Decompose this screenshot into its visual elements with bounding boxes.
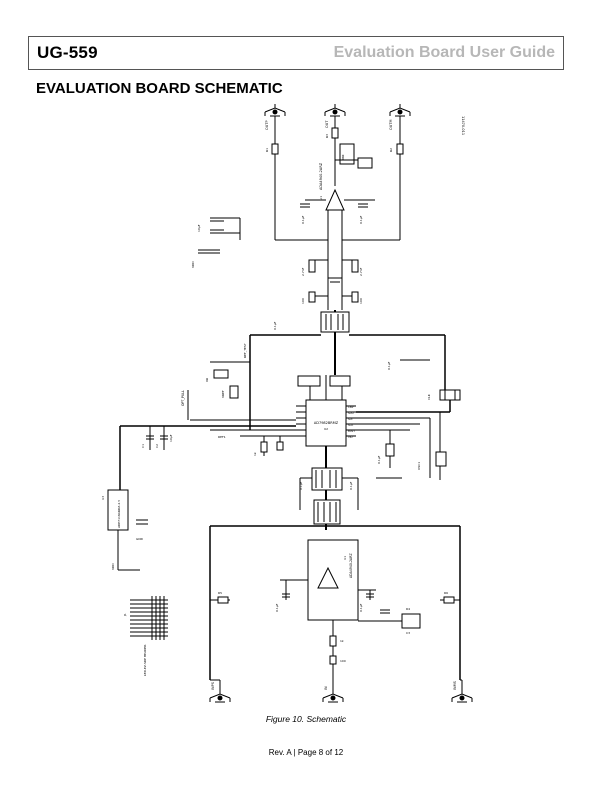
- svg-text:ADP7118ARDZ-2.5: ADP7118ARDZ-2.5: [117, 500, 121, 528]
- svg-text:10µF: 10µF: [197, 224, 201, 232]
- svg-text:C1: C1: [141, 444, 145, 448]
- connector-out: OUT: [324, 104, 346, 186]
- svg-text:R2: R2: [389, 148, 393, 152]
- figure-caption: Figure 10. Schematic: [265, 714, 347, 724]
- connector-outp: OUTP: [264, 104, 286, 240]
- svg-text:OPT_PULL: OPT_PULL: [181, 390, 185, 406]
- svg-text:DNI: DNI: [341, 154, 345, 160]
- svg-text:C3: C3: [406, 631, 410, 635]
- svg-text:J1: J1: [123, 613, 127, 617]
- svg-text:1k: 1k: [340, 639, 344, 643]
- svg-text:REF_TEST: REF_TEST: [243, 343, 247, 358]
- svg-text:R6: R6: [444, 591, 448, 595]
- svg-text:0.1µF: 0.1µF: [301, 215, 305, 224]
- footer-separator: |: [291, 748, 298, 757]
- svg-text:INPS: INPS: [211, 681, 215, 690]
- connector-in: IN: [322, 680, 344, 703]
- label-outp: OUTP: [265, 120, 269, 130]
- footer-page: Page 8 of 12: [297, 748, 344, 757]
- svg-text:0.1µF: 0.1µF: [377, 455, 381, 464]
- svg-text:SCK: SCK: [348, 423, 353, 427]
- svg-text:0Ω: 0Ω: [205, 377, 209, 382]
- svg-text:U3: U3: [101, 496, 105, 500]
- svg-text:0.1µF: 0.1µF: [273, 321, 277, 330]
- svg-text:ADA4940-2ARZ: ADA4940-2ARZ: [349, 553, 353, 578]
- page-footer: Rev. A | Page 8 of 12: [0, 748, 612, 757]
- svg-text:VDD: VDD: [111, 563, 115, 570]
- adc-chip: AD7982BRMZ U2 CNV SDO SDI SCK BUSY VIO: [296, 399, 356, 447]
- svg-text:10µF: 10µF: [169, 434, 173, 442]
- svg-text:LED-EZ-SDP HEADER: LED-EZ-SDP HEADER: [143, 645, 147, 676]
- connector-inms: INMS: [451, 680, 473, 703]
- label-outm: OUTM: [389, 120, 393, 130]
- svg-text:GND: GND: [136, 537, 144, 541]
- svg-text:2.7nF: 2.7nF: [301, 267, 305, 276]
- svg-text:ADA4940-2ARZ: ADA4940-2ARZ: [319, 162, 323, 190]
- header-box: UG-559 Evaluation Board User Guide: [28, 36, 564, 70]
- svg-text:0.1µF: 0.1µF: [275, 603, 279, 612]
- svg-text:INMS: INMS: [453, 680, 457, 690]
- svg-text:AD7982BRMZ: AD7982BRMZ: [314, 421, 339, 425]
- svg-text:1k: 1k: [253, 452, 257, 456]
- svg-text:VDD: VDD: [191, 261, 195, 268]
- svg-text:VREF: VREF: [221, 390, 225, 398]
- svg-text:SDI: SDI: [348, 417, 353, 421]
- svg-text:0.1µF: 0.1µF: [349, 481, 353, 490]
- schematic-figure: 11470-011 OUTP OUT OUTM R1 R2: [90, 100, 570, 712]
- svg-text:U1: U1: [343, 556, 347, 560]
- svg-text:R5: R5: [218, 591, 222, 595]
- svg-text:OSC1: OSC1: [417, 462, 421, 470]
- doc-id: UG-559: [37, 43, 98, 62]
- svg-text:CNV: CNV: [348, 405, 354, 409]
- figure-code: 11470-011: [461, 116, 465, 135]
- svg-text:VIO: VIO: [348, 435, 353, 439]
- svg-text:100: 100: [301, 298, 305, 304]
- svg-text:CLK: CLK: [427, 393, 431, 400]
- svg-text:R1: R1: [265, 148, 269, 152]
- svg-text:IN: IN: [324, 686, 328, 690]
- label-out: OUT: [325, 120, 329, 128]
- svg-text:2.7nF: 2.7nF: [359, 267, 363, 276]
- svg-text:100: 100: [340, 659, 346, 663]
- svg-text:C2: C2: [155, 444, 159, 448]
- svg-text:0.1µF: 0.1µF: [387, 361, 391, 370]
- connector-outm: OUTM: [389, 104, 411, 240]
- svg-text:BUSY: BUSY: [348, 429, 355, 433]
- svg-text:0.1µF: 0.1µF: [359, 215, 363, 224]
- section-title: EVALUATION BOARD SCHEMATIC: [36, 80, 283, 97]
- regulator: ADP7118ARDZ-2.5 U3: [101, 489, 129, 531]
- svg-text:U1: U1: [319, 196, 323, 200]
- svg-text:100: 100: [359, 298, 363, 304]
- svg-text:SDO: SDO: [348, 411, 354, 415]
- svg-text:0.1µF: 0.1µF: [299, 481, 303, 490]
- amp-top: ADA4940-2ARZ U1: [319, 162, 345, 211]
- svg-text:0.1µF: 0.1µF: [359, 603, 363, 612]
- schematic-svg: 11470-011 OUTP OUT OUTM R1 R2: [101, 104, 473, 703]
- svg-text:U2: U2: [324, 427, 328, 431]
- svg-text:R3: R3: [325, 134, 329, 138]
- connector-inps: INPS: [209, 680, 231, 703]
- sdp-header: LED-EZ-SDP HEADER J1: [123, 596, 168, 676]
- amp-bottom: ADA4940-2ARZ U1: [307, 539, 359, 621]
- footer-rev: Rev. A: [268, 748, 292, 757]
- guide-title: Evaluation Board User Guide: [333, 44, 555, 61]
- svg-text:R4: R4: [406, 607, 410, 611]
- svg-text:REF1: REF1: [218, 435, 226, 439]
